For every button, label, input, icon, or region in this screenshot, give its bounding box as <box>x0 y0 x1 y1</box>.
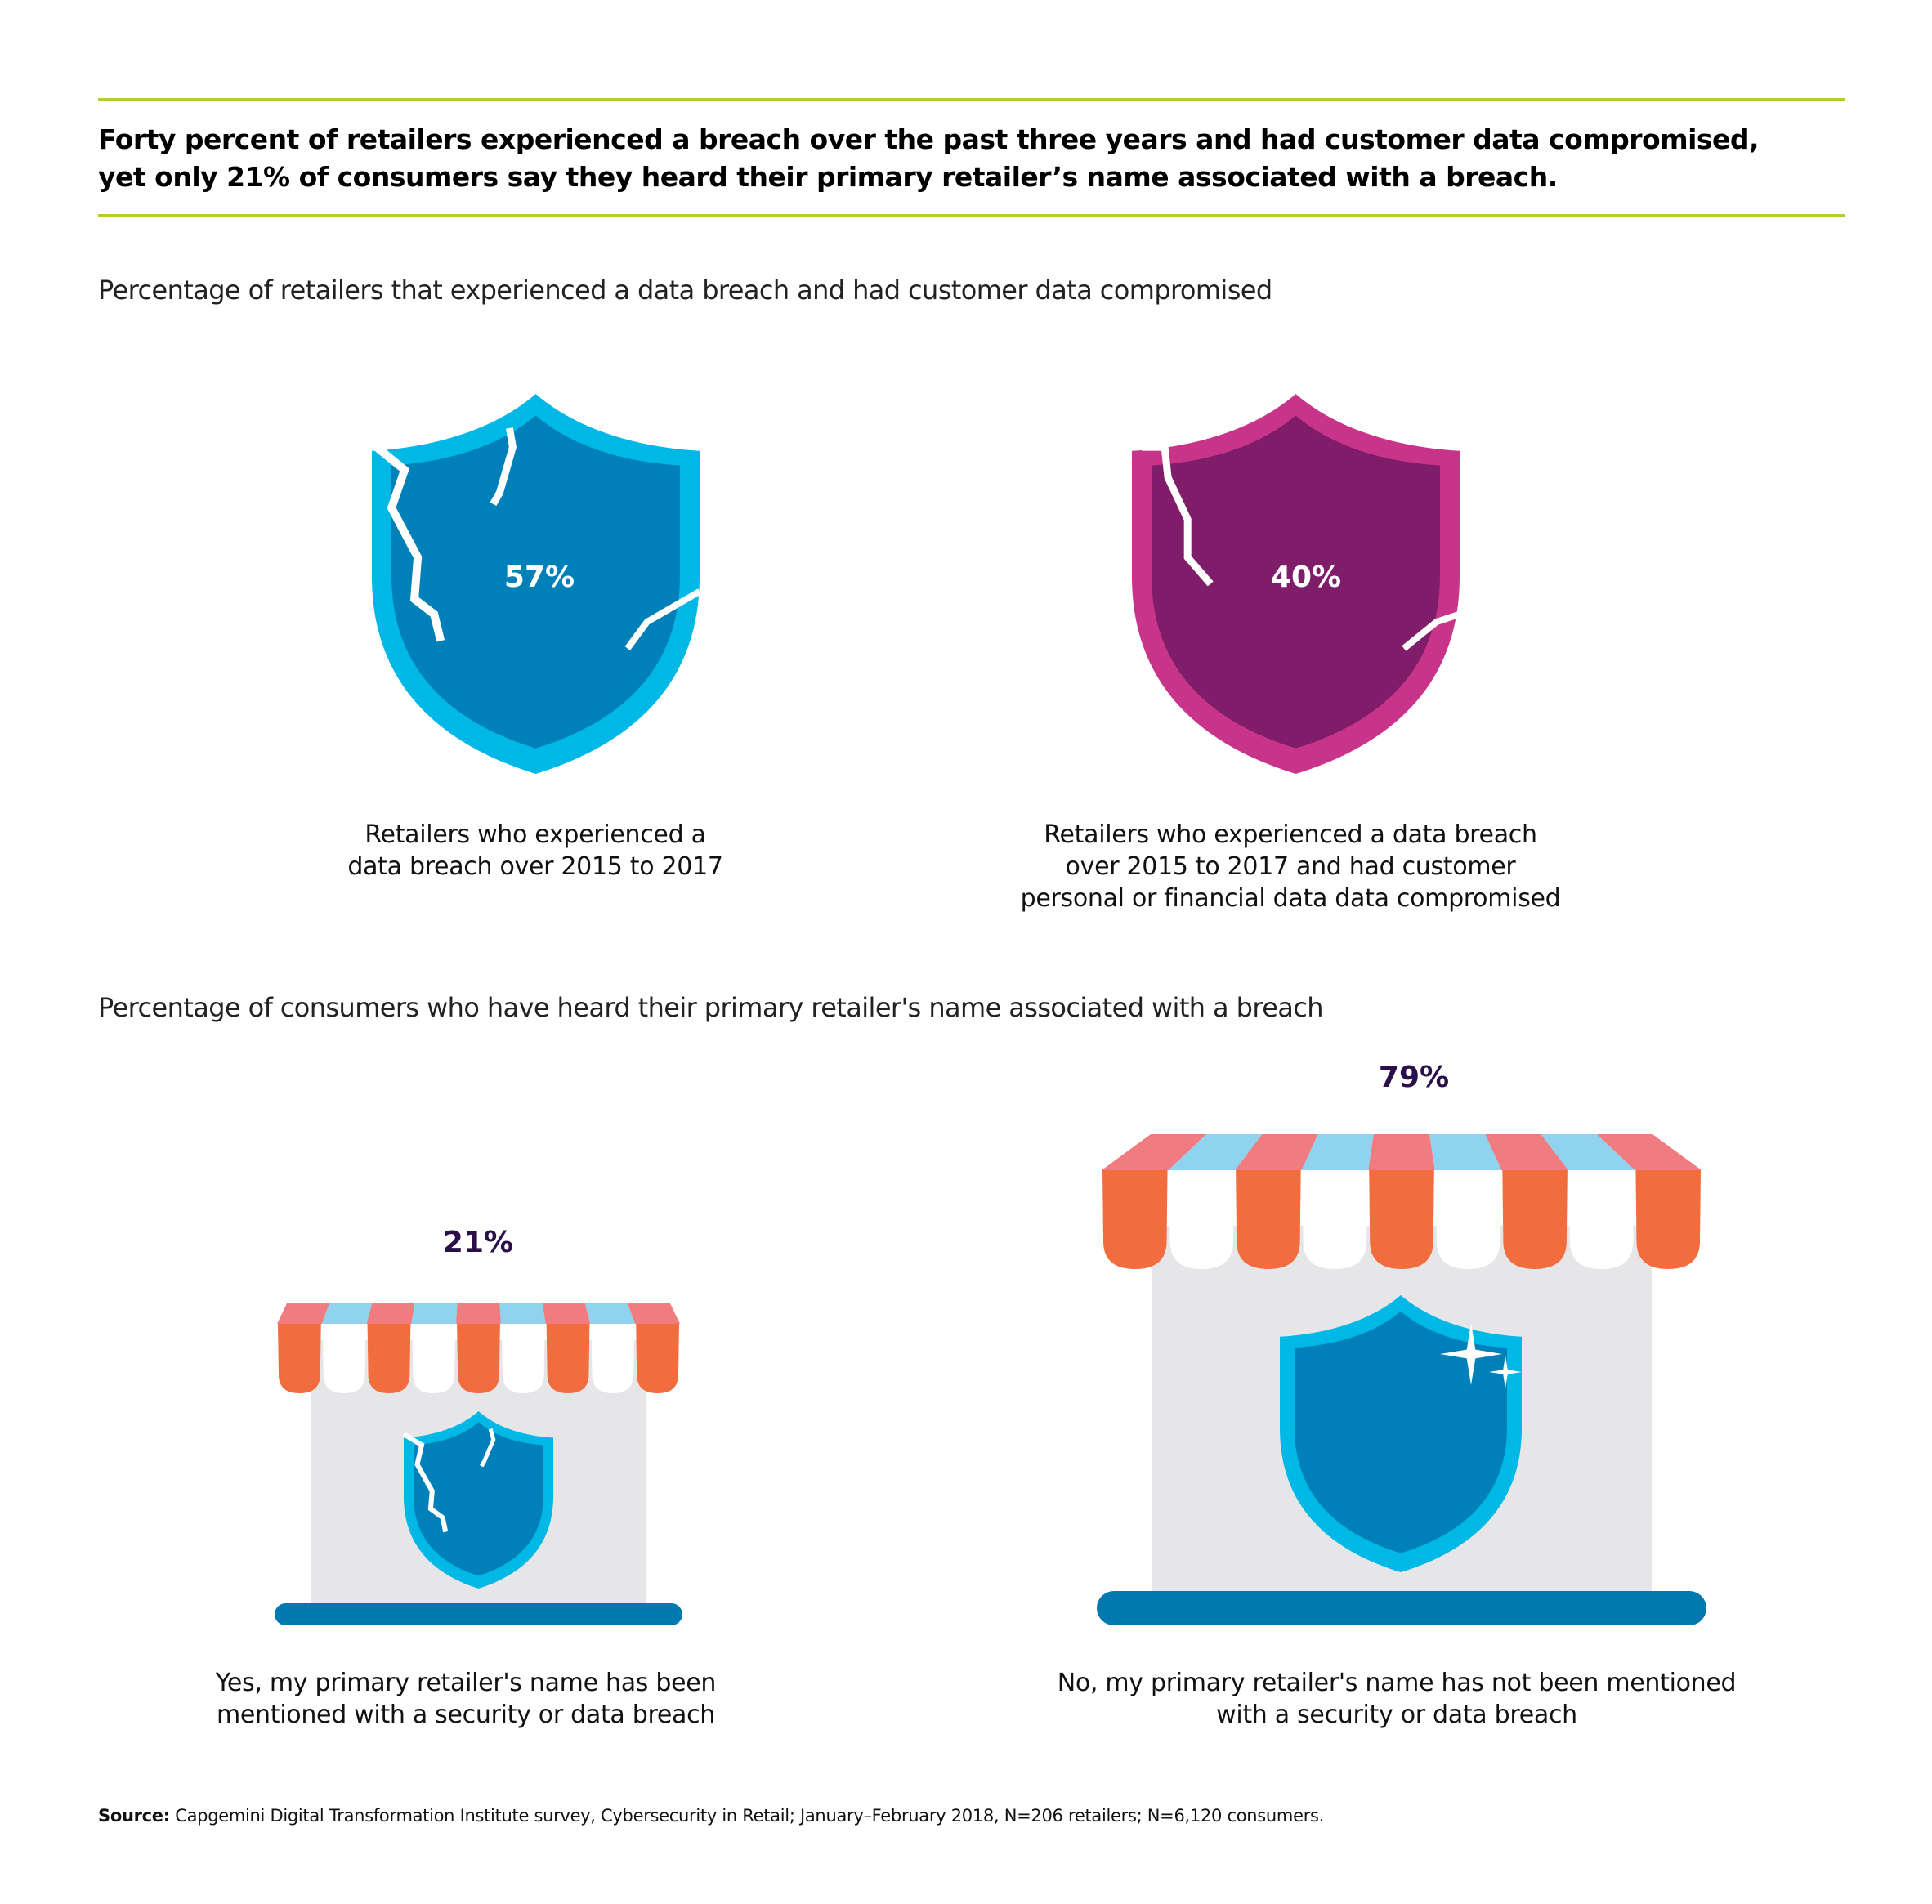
awning-top-stripe <box>277 1303 330 1324</box>
store-base <box>1097 1591 1706 1625</box>
caption-line: mentioned with a security or data breach <box>216 1701 716 1729</box>
source-text: Capgemini Digital Transformation Institu… <box>169 1806 1325 1826</box>
awning-top-stripe <box>321 1303 373 1324</box>
awning-valance-stripe <box>591 1324 635 1393</box>
sparkling-shield-icon <box>1280 1295 1522 1572</box>
caption-line: Yes, my primary retailer's name has been <box>215 1669 717 1697</box>
retailers-breach-value: 57% <box>503 561 575 594</box>
consumers-no-value: 79% <box>1378 1061 1450 1094</box>
consumers-yes-caption: Yes, my primary retailer's name has been… <box>215 1667 717 1731</box>
awning-valance-stripe <box>1302 1170 1368 1269</box>
headline-line-1: Forty percent of retailers experienced a… <box>98 123 1760 155</box>
awning-top-stripe <box>542 1303 591 1324</box>
cracked-shield-icon-blue <box>369 394 702 774</box>
cracked-shield-icon-small <box>402 1411 553 1589</box>
awning-valance-stripe <box>1369 1170 1434 1269</box>
crack-line <box>1142 443 1214 587</box>
awning-valance-stripe <box>457 1324 500 1393</box>
cracked-shield-icon-purple <box>1132 394 1461 774</box>
top-divider <box>98 98 1845 101</box>
retailers-breach-caption: Retailers who experienced a data breach … <box>347 819 723 883</box>
crack-line <box>480 1428 496 1468</box>
awning-top-stripe <box>499 1303 546 1324</box>
awning-valance-stripe <box>322 1324 366 1393</box>
awning-valance-stripe <box>636 1324 679 1393</box>
awning-valance-stripe <box>1635 1170 1701 1269</box>
caption-line: No, my primary retailer's name has not b… <box>1057 1669 1737 1697</box>
awning-valance-stripe <box>1236 1170 1301 1269</box>
retailers-compromised-caption: Retailers who experienced a data breach … <box>1021 819 1561 914</box>
source-label: Source: <box>98 1806 170 1826</box>
caption-line: Retailers who experienced a <box>364 820 706 849</box>
section-retailers-title: Percentage of retailers that experienced… <box>98 275 1272 306</box>
consumers-yes-value: 21% <box>442 1226 514 1259</box>
awning-valance-stripe <box>1502 1170 1568 1269</box>
awning-top-stripe <box>411 1303 458 1324</box>
awning-valance-stripe <box>1435 1170 1501 1269</box>
awning-top-stripe <box>584 1303 636 1324</box>
crack-line <box>1402 610 1461 651</box>
headline: Forty percent of retailers experienced a… <box>98 121 1760 196</box>
sparkle-icon <box>1440 1323 1502 1385</box>
awning-valance-stripe <box>1568 1170 1635 1269</box>
retailers-compromised-value: 40% <box>1270 561 1342 594</box>
caption-line: with a security or data breach <box>1216 1701 1577 1729</box>
shield-inner <box>1152 415 1440 749</box>
awning-valance-stripe <box>1102 1170 1168 1269</box>
awning-valance-stripe <box>367 1324 411 1393</box>
awning-top-stripe <box>1596 1134 1702 1170</box>
bottom-divider <box>98 214 1845 217</box>
crack-line <box>624 588 702 650</box>
awning-top-stripe <box>1485 1134 1568 1170</box>
awning-top-stripe <box>1368 1134 1435 1170</box>
shield-inner <box>391 415 680 749</box>
sparkle-icon <box>1489 1356 1522 1388</box>
caption-line: Retailers who experienced a data breach <box>1044 820 1537 849</box>
headline-line-2: yet only 21% of consumers say they heard… <box>98 161 1558 193</box>
awning-top-stripe <box>1235 1134 1318 1170</box>
shield-inner <box>1295 1311 1507 1553</box>
consumers-no-caption: No, my primary retailer's name has not b… <box>1058 1667 1737 1731</box>
awning-valance-stripe <box>546 1324 590 1393</box>
source-note: Source: Capgemini Digital Transformation… <box>98 1806 1324 1826</box>
awning-valance-stripe <box>412 1324 456 1393</box>
caption-line: personal or financial data data compromi… <box>1020 884 1561 913</box>
awning-top-stripe <box>627 1303 680 1324</box>
awning-valance-stripe <box>278 1324 321 1393</box>
awning-top-stripe <box>1102 1134 1207 1170</box>
awning-top-stripe <box>456 1303 501 1324</box>
crack-line <box>369 440 445 642</box>
section-consumers-title: Percentage of consumers who have heard t… <box>98 992 1324 1023</box>
awning-top-stripe <box>1541 1134 1635 1170</box>
crack-line <box>490 427 517 507</box>
awning-valance-stripe <box>1169 1170 1235 1269</box>
awning-top-stripe <box>1168 1134 1263 1170</box>
awning-top-stripe <box>1429 1134 1502 1170</box>
awning-top-stripe <box>1301 1134 1374 1170</box>
awning-top-stripe <box>366 1303 415 1324</box>
shield-inner <box>414 1422 543 1576</box>
awning-valance-stripe <box>501 1324 545 1393</box>
caption-line: data breach over 2015 to 2017 <box>347 852 723 881</box>
store-base <box>275 1603 682 1625</box>
crack-line <box>402 1432 449 1533</box>
caption-line: over 2015 to 2017 and had customer <box>1065 852 1516 881</box>
